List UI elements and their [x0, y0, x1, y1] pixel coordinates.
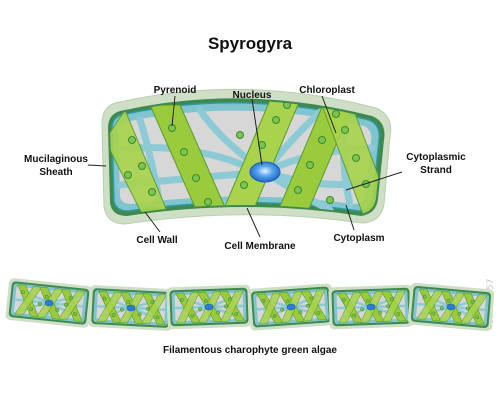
filament-cell [166, 284, 252, 330]
nucleus [249, 161, 281, 183]
cell-interior [110, 100, 383, 214]
filament [5, 278, 495, 332]
filament-cell [5, 278, 93, 328]
label-cytoplasmic-strand-line1: Cytoplasmic [406, 152, 466, 163]
label-cytoplasmic-strand-line2: Strand [420, 165, 452, 176]
filament-cell [88, 285, 174, 331]
diagram-title: Spyrogyra [208, 34, 293, 53]
label-nucleus: Nucleus [233, 90, 272, 101]
caption: Filamentous charophyte green algae [163, 345, 337, 356]
label-cell-membrane: Cell Membrane [224, 241, 296, 252]
filament-cell [247, 283, 335, 331]
filament-cell [328, 284, 414, 330]
filament-cell [407, 282, 495, 332]
label-chloroplast: Chloroplast [299, 85, 355, 96]
label-cytoplasm: Cytoplasm [333, 233, 384, 244]
label-pyrenoid: Pyrenoid [154, 85, 197, 96]
leader-lines [87, 95, 403, 238]
label-mucilaginous-line2: Sheath [39, 167, 72, 178]
label-cell-wall: Cell Wall [136, 235, 178, 246]
label-mucilaginous-line1: Mucilaginous [24, 154, 88, 165]
